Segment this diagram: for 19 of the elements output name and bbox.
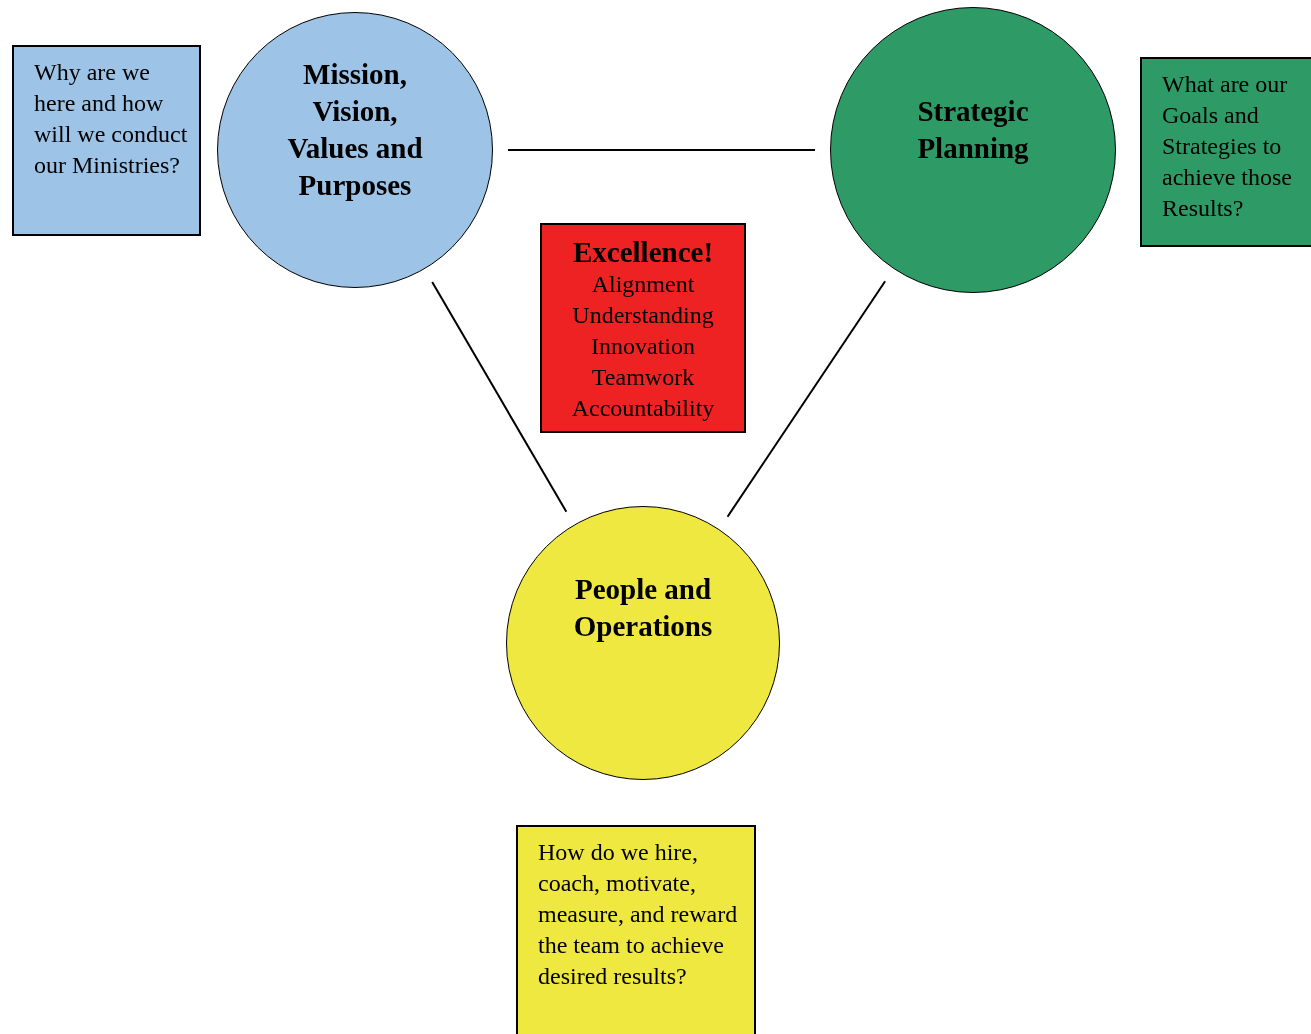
node-title: Excellence!: [572, 235, 714, 269]
node-text: Innovation: [591, 332, 695, 361]
node-text: Teamwork: [591, 363, 695, 392]
connector-line: [431, 281, 568, 513]
node-title: What are our Goals and Strategies to achieve those Results?: [1162, 70, 1293, 223]
node-text: Accountability: [571, 394, 715, 423]
node-title: Mission, Vision, Values and Purposes: [286, 57, 424, 203]
excellence-box: [540, 223, 746, 433]
connector-line: [726, 280, 887, 518]
question-box: [516, 825, 756, 1034]
node-text: Understanding: [572, 301, 714, 330]
question-box: [12, 45, 201, 236]
node-title: Strategic Planning: [916, 94, 1030, 166]
question-box: [1140, 57, 1311, 247]
connector-line: [507, 149, 816, 151]
node-title: How do we hire, coach, motivate, measure, and reward the team to achieve desired results?: [538, 838, 739, 991]
node-title: Why are we here and how will we conduct our Ministries?: [34, 58, 189, 180]
node-text: Alignment: [591, 270, 695, 299]
node-title: People and Operations: [572, 572, 714, 644]
